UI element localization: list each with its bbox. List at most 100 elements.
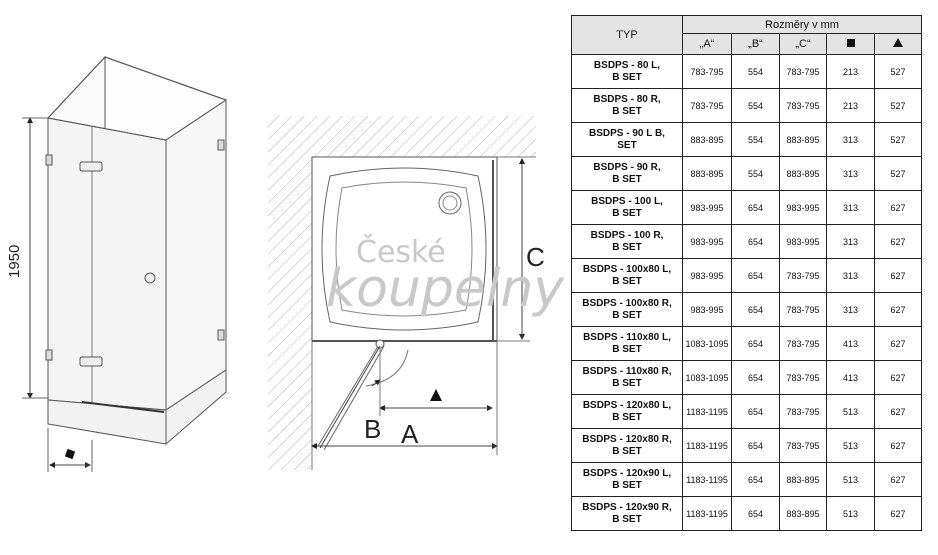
type-line2: B SET: [612, 513, 642, 525]
tray-inner: [335, 181, 473, 317]
cell-triangle: 527: [873, 122, 923, 157]
table-row: BSDPS - 120x90 L,B SET 1183-1195 654 883…: [571, 462, 923, 497]
table-row: BSDPS - 90 L B,SET 883-895 554 883-895 3…: [571, 122, 923, 157]
cell-c: 783-795: [779, 292, 827, 327]
cell-triangle: 527: [873, 156, 923, 191]
cell-b: 654: [731, 224, 780, 259]
table-row: BSDPS - 120x80 R,B SET 1183-1195 654 783…: [571, 428, 923, 463]
cell-a: 783-795: [682, 88, 732, 123]
cell-square: 313: [826, 156, 875, 191]
wall-hatch: [268, 116, 536, 470]
cell-a: 1083-1095: [682, 326, 732, 361]
type-line1: BSDPS - 120x80 L,: [582, 399, 672, 411]
label-a: A: [401, 419, 419, 449]
type-line1: BSDPS - 110x80 R,: [582, 365, 672, 377]
table-row: BSDPS - 80 R,B SET 783-795 554 783-795 2…: [571, 88, 923, 123]
cell-b: 554: [731, 156, 780, 191]
table-row: BSDPS - 100x80 L,B SET 983-995 654 783-7…: [571, 258, 923, 293]
cell-square: 313: [826, 190, 875, 225]
cell-square: 513: [826, 462, 875, 497]
cell-triangle: 627: [873, 326, 923, 361]
type-line1: BSDPS - 100 L,: [591, 195, 663, 207]
header-a: „A“: [682, 33, 732, 55]
cell-square: 513: [826, 496, 875, 531]
cell-c: 783-795: [779, 394, 827, 429]
cell-c: 883-895: [779, 496, 827, 531]
table-row: BSDPS - 100 L,B SET 983-995 654 983-995 …: [571, 190, 923, 225]
table-body: BSDPS - 80 L,B SET 783-795 554 783-795 2…: [571, 54, 923, 531]
hinge: [45, 349, 53, 361]
cell-triangle: 627: [873, 360, 923, 395]
cell-square: 213: [826, 88, 875, 123]
cell-square: 413: [826, 326, 875, 361]
cell-b: 654: [731, 462, 780, 497]
cell-triangle: 627: [873, 496, 923, 531]
cell-a: 983-995: [682, 190, 732, 225]
cell-a: 1183-1195: [682, 496, 732, 531]
cell-c: 783-795: [779, 54, 827, 89]
dimensions-table: TYP Rozměry v mm „A“ „B“ „C“ BSDPS - 80 …: [571, 15, 923, 531]
cell-a: 1083-1095: [682, 360, 732, 395]
type-line1: BSDPS - 80 R,: [593, 93, 661, 105]
cell-square: 313: [826, 224, 875, 259]
cell-square: 413: [826, 360, 875, 395]
type-line1: BSDPS - 100x80 L,: [582, 263, 672, 275]
cell-b: 554: [731, 54, 780, 89]
type-line2: B SET: [612, 241, 642, 253]
cell-triangle: 627: [873, 258, 923, 293]
type-line2: B SET: [612, 343, 642, 355]
header-square: [826, 33, 875, 55]
cell-square: 313: [826, 292, 875, 327]
cell-b: 654: [731, 360, 780, 395]
cell-c: 783-795: [779, 326, 827, 361]
cell-a: 783-795: [682, 54, 732, 89]
cell-a: 1183-1195: [682, 462, 732, 497]
type-line1: BSDPS - 80 L,: [593, 59, 661, 71]
table-row: BSDPS - 120x80 L,B SET 1183-1195 654 783…: [571, 394, 923, 429]
cell-b: 554: [731, 88, 780, 123]
type-line2: B SET: [612, 71, 642, 83]
cell-triangle: 627: [873, 394, 923, 429]
cell-a: 1183-1195: [682, 394, 732, 429]
cell-square: 513: [826, 394, 875, 429]
cell-c: 783-795: [779, 428, 827, 463]
type-line2: SET: [617, 139, 637, 151]
cell-square: 213: [826, 54, 875, 89]
drain: [438, 191, 462, 215]
header-type: TYP: [571, 15, 683, 55]
header-c: „C“: [779, 33, 827, 55]
table-row: BSDPS - 100 R,B SET 983-995 654 983-995 …: [571, 224, 923, 259]
type-line1: BSDPS - 100 R,: [590, 229, 664, 241]
type-line1: BSDPS - 90 L B,: [589, 127, 665, 139]
cell-c: 883-895: [779, 462, 827, 497]
type-line2: B SET: [612, 275, 642, 287]
cell-b: 654: [731, 394, 780, 429]
glass-side: [165, 99, 227, 411]
tray-outer: [321, 167, 487, 331]
watermark-line1: České: [356, 233, 446, 270]
hinge: [79, 161, 103, 172]
perspective-view: [22, 55, 227, 472]
cell-square: 513: [826, 428, 875, 463]
cell-triangle: 627: [873, 224, 923, 259]
cell-c: 783-795: [779, 360, 827, 395]
type-line2: B SET: [612, 445, 642, 457]
cell-a: 1183-1195: [682, 428, 732, 463]
drawings-svg: 1950: [6, 55, 565, 472]
triangle-symbol-marker: [430, 389, 442, 401]
cell-b: 654: [731, 190, 780, 225]
type-line1: BSDPS - 110x80 L,: [583, 331, 671, 343]
table-row: BSDPS - 80 L,B SET 783-795 554 783-795 2…: [571, 54, 923, 89]
glass-front: [47, 117, 167, 411]
type-line2: B SET: [612, 309, 642, 321]
cell-a: 983-995: [682, 224, 732, 259]
type-line1: BSDPS - 90 R,: [593, 161, 661, 173]
cell-b: 654: [731, 292, 780, 327]
cell-a: 983-995: [682, 292, 732, 327]
cell-b: 654: [731, 428, 780, 463]
cell-a: 883-895: [682, 122, 732, 157]
table-row: BSDPS - 110x80 R,B SET 1083-1095 654 783…: [571, 360, 923, 395]
cell-triangle: 627: [873, 292, 923, 327]
type-line1: BSDPS - 120x90 L,: [582, 467, 672, 479]
cell-square: 313: [826, 122, 875, 157]
